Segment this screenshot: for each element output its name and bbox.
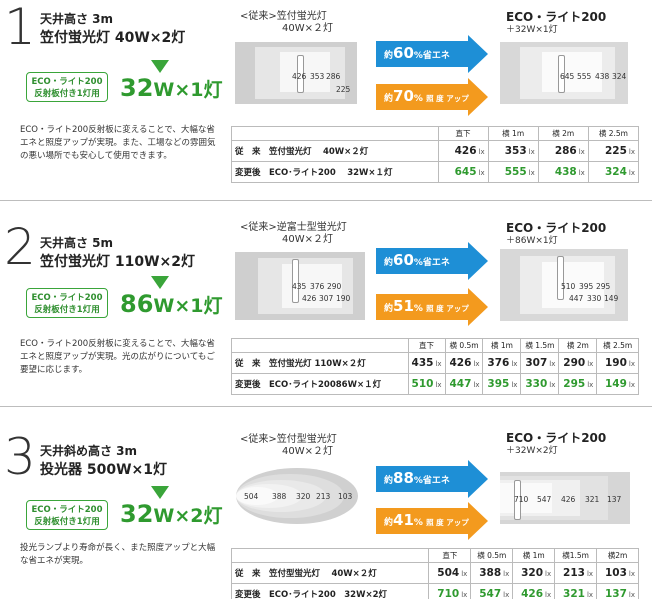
case-number: 3 <box>4 428 36 486</box>
level-label: 295 <box>596 282 611 291</box>
new-wattage: 32W×2灯 <box>120 500 223 528</box>
case-description: 投光ランプより寿命が長く、また照度アップと大幅な省エネが実現。 <box>20 543 216 566</box>
case-description: ECO・ライト200反射板に変えることで、大幅な省エネと照度アップが実現。また、… <box>20 125 216 161</box>
ceiling-height: 天井斜め高さ 3m <box>40 444 138 458</box>
case-number: 1 <box>4 0 36 56</box>
new-wattage: 32W×1灯 <box>120 74 223 102</box>
level-label: 137 <box>607 495 622 504</box>
table-header: 直下 <box>407 338 446 353</box>
case-description: ECO・ライト200反射板に変えることで、大幅な省エネと照度アップが実現。光の広… <box>20 339 215 375</box>
illuminance-up-arrow: 約70% 照 度 アップ <box>376 78 488 116</box>
table-header: 横2m <box>596 548 639 563</box>
illuminance-table: 直下 横 0.5m 横 1m 横 1.5m 横 2m 横 2.5m 従 来 笠付… <box>231 338 639 395</box>
level-label: 290 <box>327 282 342 291</box>
tube-icon <box>297 55 304 93</box>
level-label: 225 <box>336 85 351 94</box>
table-header: 横 2.5m <box>587 126 640 141</box>
level-label: 213 <box>316 492 331 501</box>
level-label: 320 <box>296 492 311 501</box>
case-number: 2 <box>4 218 36 276</box>
level-label: 435 <box>292 282 307 291</box>
fixture-title: 笠付蛍光灯 110W×2灯 <box>40 254 196 270</box>
case-2: 2 天井高さ 5m 笠付蛍光灯 110W×2灯 ECO・ライト200 反射板付き… <box>0 204 652 404</box>
new-wattage: 86W×1灯 <box>120 290 223 318</box>
new-title: ECO・ライト200＋86W×1灯 <box>506 221 607 247</box>
level-label: 307 <box>319 294 334 303</box>
level-label: 510 <box>561 282 576 291</box>
tube-icon <box>558 55 565 93</box>
eco-badge: ECO・ライト200 反射板付き1灯用 <box>26 288 108 318</box>
level-label: 426 <box>302 294 317 303</box>
table-header: 横 0.5m <box>470 548 514 563</box>
illuminance-table: 直下 横 1m 横 2m 横 2.5m 従 来 笠付蛍光灯 40W×２灯 426… <box>231 126 640 183</box>
new-title: ECO・ライト200＋32W×1灯 <box>506 10 607 36</box>
tube-icon <box>557 256 564 300</box>
down-arrow-icon <box>151 276 169 289</box>
level-label: 376 <box>310 282 325 291</box>
ceiling-height: 天井高さ 5m <box>40 236 114 250</box>
level-label: 103 <box>338 492 353 501</box>
level-label: 330 <box>587 294 602 303</box>
table-header: 横 1m <box>512 548 556 563</box>
energy-saving-arrow: 約60%省エネ <box>376 242 488 280</box>
down-arrow-icon <box>151 60 169 73</box>
table-header: 横 1m <box>482 338 522 353</box>
table-header: 横 2.5m <box>596 338 639 353</box>
case-1: 1 天井高さ 3m 笠付蛍光灯 40W×2灯 ECO・ライト200 反射板付き1… <box>0 0 652 200</box>
ceiling-height: 天井高さ 3m <box>40 12 114 26</box>
fixture-title: 投光器 500W×1灯 <box>40 462 168 478</box>
fixture-title: 笠付蛍光灯 40W×2灯 <box>40 30 186 46</box>
eco-badge: ECO・ライト200 反射板付き1灯用 <box>26 500 108 530</box>
table-header: 横1.5m <box>554 548 598 563</box>
table-header: 直下 <box>428 548 472 563</box>
table-header: 横 2m <box>558 338 598 353</box>
tube-icon <box>514 480 521 520</box>
eco-badge: ECO・ライト200 反射板付き1灯用 <box>26 72 108 102</box>
table-header: 横 2m <box>537 126 589 141</box>
level-label: 447 <box>569 294 584 303</box>
level-label: 426 <box>561 495 576 504</box>
level-label: 395 <box>579 282 594 291</box>
level-label: 324 <box>612 72 627 81</box>
level-label: 286 <box>326 72 341 81</box>
energy-saving-arrow: 約88%省エネ <box>376 460 488 498</box>
divider <box>0 200 652 201</box>
table-header: 横 0.5m <box>444 338 484 353</box>
down-arrow-icon <box>151 486 169 499</box>
level-label: 645 <box>560 72 575 81</box>
level-label: 504 <box>244 492 259 501</box>
level-label: 710 <box>514 495 529 504</box>
energy-saving-arrow: 約60%省エネ <box>376 35 488 73</box>
case-3: 3 天井斜め高さ 3m 投光器 500W×1灯 ECO・ライト200 反射板付き… <box>0 410 652 599</box>
illuminance-up-arrow: 約41% 照 度 アップ <box>376 502 488 540</box>
table-header: 直下 <box>437 126 489 141</box>
table-header: 横 1.5m <box>520 338 560 353</box>
level-label: 321 <box>585 495 600 504</box>
level-label: 388 <box>272 492 287 501</box>
level-label: 190 <box>336 294 351 303</box>
level-label: 426 <box>292 72 307 81</box>
divider <box>0 406 652 407</box>
level-label: 353 <box>310 72 325 81</box>
illuminance-table: 直下 横 0.5m 横 1m 横1.5m 横2m 従 来 笠付型蛍光灯 40W×… <box>230 548 639 599</box>
illuminance-up-arrow: 約51% 照 度 アップ <box>376 288 488 326</box>
level-label: 438 <box>595 72 610 81</box>
level-label: 555 <box>577 72 592 81</box>
new-title: ECO・ライト200＋32W×2灯 <box>506 431 607 457</box>
tube-icon <box>292 259 299 303</box>
table-header: 横 1m <box>487 126 539 141</box>
level-label: 149 <box>604 294 619 303</box>
level-label: 547 <box>537 495 552 504</box>
